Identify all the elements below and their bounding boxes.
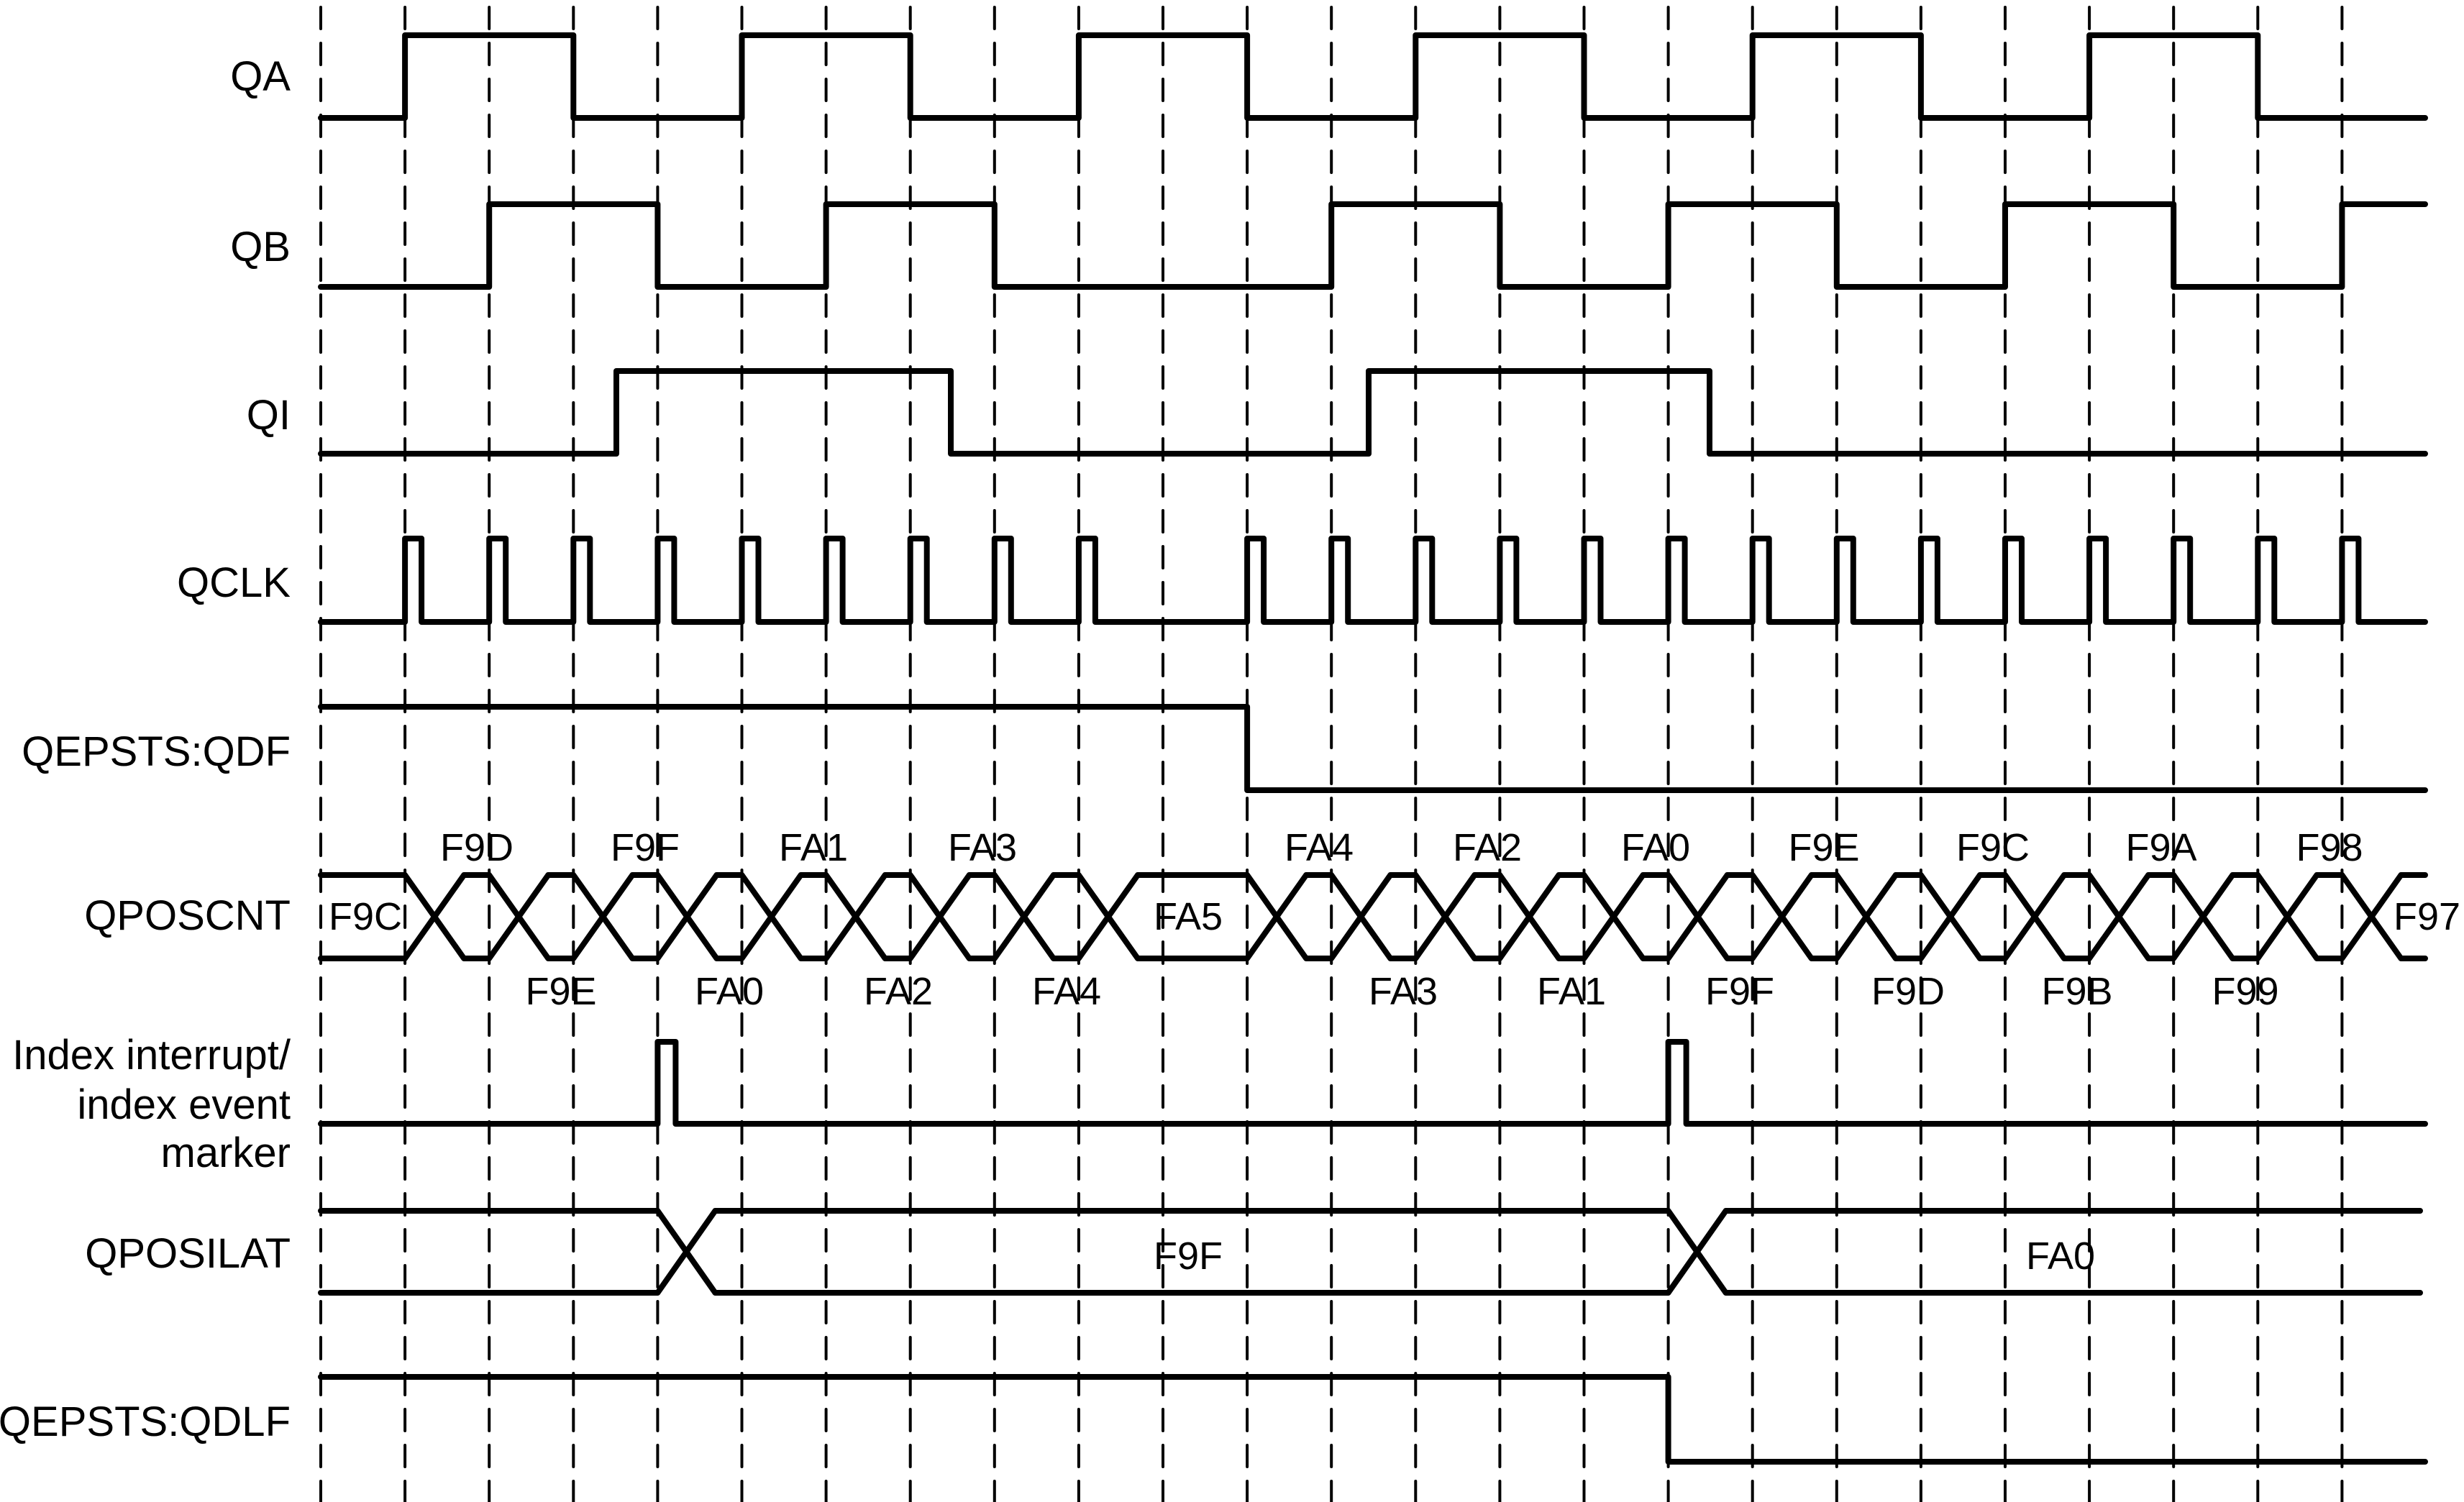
bus-value-label: FA0 bbox=[695, 970, 764, 1013]
bus-value-label: FA2 bbox=[864, 970, 933, 1013]
signal-label-qclk: QCLK bbox=[177, 559, 291, 606]
bus-value-label: FA1 bbox=[1537, 970, 1606, 1013]
bus-value-label: F9A bbox=[2125, 826, 2196, 869]
signal-label-qdf: QEPSTS:QDF bbox=[22, 728, 291, 775]
bus-value-label: F9E bbox=[1788, 826, 1859, 869]
bus-value-label: F9C bbox=[329, 895, 402, 938]
bus-value-labels: F9CF9DF9EF9FFA0FA1FA2FA3FA4FA5FA4FA3FA2F… bbox=[329, 826, 2460, 1278]
waveform-qb bbox=[318, 201, 2428, 290]
bus-value-label: F99 bbox=[2212, 970, 2278, 1013]
bus-value-label: F9C bbox=[1956, 826, 2030, 869]
waveform-qa bbox=[318, 32, 2428, 121]
bus-value-label: F98 bbox=[2296, 826, 2363, 869]
bus-value-label: FA2 bbox=[1453, 826, 1522, 869]
signal-label-qdlf: QEPSTS:QDLF bbox=[0, 1398, 291, 1445]
signal-label-index: Index interrupt/ bbox=[12, 1032, 291, 1079]
signal-label-index: index event bbox=[77, 1081, 291, 1128]
waveform-qclk bbox=[318, 536, 2428, 625]
bus-value-label: FA4 bbox=[1285, 826, 1354, 869]
bus-rail-qposcnt bbox=[318, 872, 2428, 961]
bus-value-label: F97 bbox=[2394, 895, 2460, 938]
signal-label-qb: QB bbox=[230, 224, 291, 270]
bus-value-label: FA1 bbox=[779, 826, 848, 869]
signal-label-qi: QI bbox=[247, 392, 291, 439]
signal-label-qposilat: QPOSILAT bbox=[85, 1230, 291, 1277]
bus-value-label: FA0 bbox=[2026, 1235, 2095, 1278]
bus-rail-qposilat bbox=[318, 1208, 2423, 1296]
waveform-qdlf bbox=[318, 1374, 2428, 1465]
waveforms bbox=[318, 32, 2428, 1465]
bus-rail-qposcnt bbox=[318, 872, 2428, 961]
bus-value-label: F9F bbox=[611, 826, 680, 869]
signal-label-qa: QA bbox=[230, 53, 291, 100]
waveform-index bbox=[318, 1039, 2428, 1127]
bus-value-label: F9D bbox=[1871, 970, 1945, 1013]
bus-value-label: FA0 bbox=[1621, 826, 1690, 869]
bus-value-label: FA3 bbox=[1369, 970, 1438, 1013]
waveform-qdf bbox=[318, 704, 2428, 793]
bus-value-label: F9F bbox=[1154, 1235, 1223, 1278]
bus-value-label: F9E bbox=[525, 970, 596, 1013]
signal-labels: QA QB QI QCLK QEPSTS:QDF QPOSCNT Index interru… bbox=[0, 53, 291, 1445]
bus-value-label: F9B bbox=[2041, 970, 2112, 1013]
signal-label-qposcnt: QPOSCNT bbox=[84, 892, 291, 939]
bus-value-label: F9F bbox=[1705, 970, 1774, 1013]
bus-value-label: FA3 bbox=[948, 826, 1017, 869]
bus-value-label: F9D bbox=[440, 826, 514, 869]
signal-label-index: marker bbox=[161, 1130, 291, 1176]
bus-value-label: FA5 bbox=[1154, 895, 1223, 938]
bus-rail-qposilat bbox=[318, 1208, 2423, 1296]
bus-value-label: FA4 bbox=[1032, 970, 1101, 1013]
waveform-qi bbox=[318, 368, 2428, 457]
